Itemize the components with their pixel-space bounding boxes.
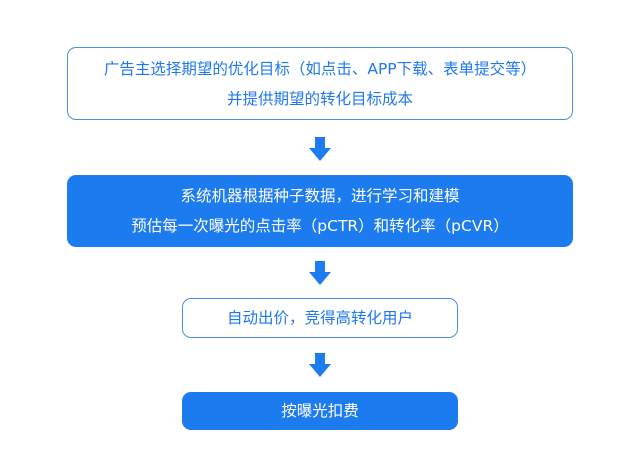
step-4-box: 按曝光扣费	[182, 392, 458, 430]
arrow-down-icon	[309, 137, 331, 161]
step-2-box: 系统机器根据种子数据，进行学习和建模 预估每一次曝光的点击率（pCTR）和转化率…	[67, 175, 573, 247]
step-4-line-1: 按曝光扣费	[281, 402, 359, 420]
arrow-down-icon	[309, 261, 331, 285]
step-1-line-2: 并提供期望的转化目标成本	[226, 89, 413, 108]
step-2-line-2: 预估每一次曝光的点击率（pCTR）和转化率（pCVR）	[131, 217, 509, 235]
step-3-box: 自动出价，竞得高转化用户	[182, 298, 458, 338]
step-2-line-1: 系统机器根据种子数据，进行学习和建模	[180, 187, 460, 205]
arrow-down-icon	[309, 353, 331, 377]
step-1-line-1: 广告主选择期望的优化目标（如点击、APP下载、表单提交等）	[103, 59, 537, 78]
step-1-box: 广告主选择期望的优化目标（如点击、APP下载、表单提交等） 并提供期望的转化目标…	[67, 47, 573, 120]
step-3-line-1: 自动出价，竞得高转化用户	[226, 309, 413, 327]
